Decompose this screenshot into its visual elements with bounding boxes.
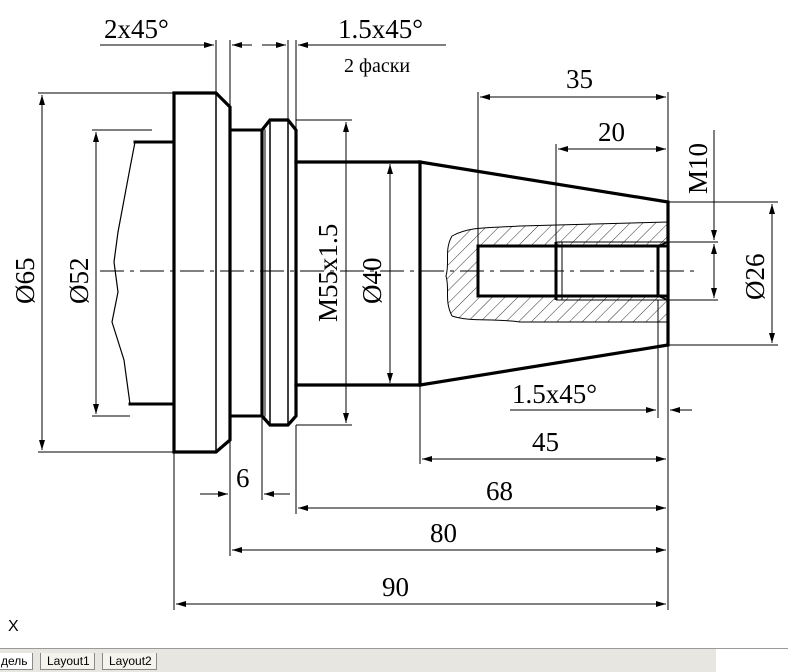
local-section xyxy=(445,221,670,323)
dim-dia-52: Ø52 xyxy=(64,258,94,305)
cylinder-d40 xyxy=(294,160,422,387)
tab-model[interactable]: дель xyxy=(0,653,33,670)
dim-chamfer-left: 2x45° xyxy=(104,14,169,44)
flange-d65 xyxy=(172,91,232,454)
dim-m55: M55x1.5 xyxy=(313,224,343,322)
tab-layout1-label: Layout1 xyxy=(47,654,90,668)
tab-layout2[interactable]: Layout2 xyxy=(102,653,157,670)
horizontal-scroll-area[interactable] xyxy=(716,649,788,672)
dim-6: 6 xyxy=(236,463,250,493)
thread-collar-m55 xyxy=(260,118,298,427)
dim-35: 35 xyxy=(566,64,593,94)
tab-layout2-label: Layout2 xyxy=(109,654,152,668)
dim-chamfer-thread: 1.5x45° xyxy=(338,14,423,44)
ucs-axis-label: X xyxy=(8,618,19,635)
dim-m10: M10 xyxy=(683,143,713,194)
dim-45: 45 xyxy=(532,427,559,457)
dim-68: 68 xyxy=(486,476,513,506)
dim-chamfer-right: 1.5x45° xyxy=(512,379,597,409)
tab-layout1[interactable]: Layout1 xyxy=(40,653,95,670)
technical-drawing: 2x45° 1.5x45° 2 фаски 35 20 M10 Ø65 Ø52 … xyxy=(10,14,778,610)
dim-dia-40: Ø40 xyxy=(357,258,387,305)
dim-20: 20 xyxy=(598,117,625,147)
dim-dia-65: Ø65 xyxy=(10,258,40,305)
dim-90: 90 xyxy=(382,572,409,602)
layout-tab-bar: дель Layout1 Layout2 xyxy=(0,648,788,672)
dimension-labels: 2x45° 1.5x45° 2 фаски 35 20 M10 Ø65 Ø52 … xyxy=(10,14,770,602)
dim-chamfer-note: 2 фаски xyxy=(344,55,410,77)
dimension-lines xyxy=(38,40,778,610)
tab-model-label: дель xyxy=(1,654,28,668)
dim-dia-26: Ø26 xyxy=(740,254,770,301)
break-line xyxy=(111,141,136,405)
dim-80: 80 xyxy=(430,518,457,548)
